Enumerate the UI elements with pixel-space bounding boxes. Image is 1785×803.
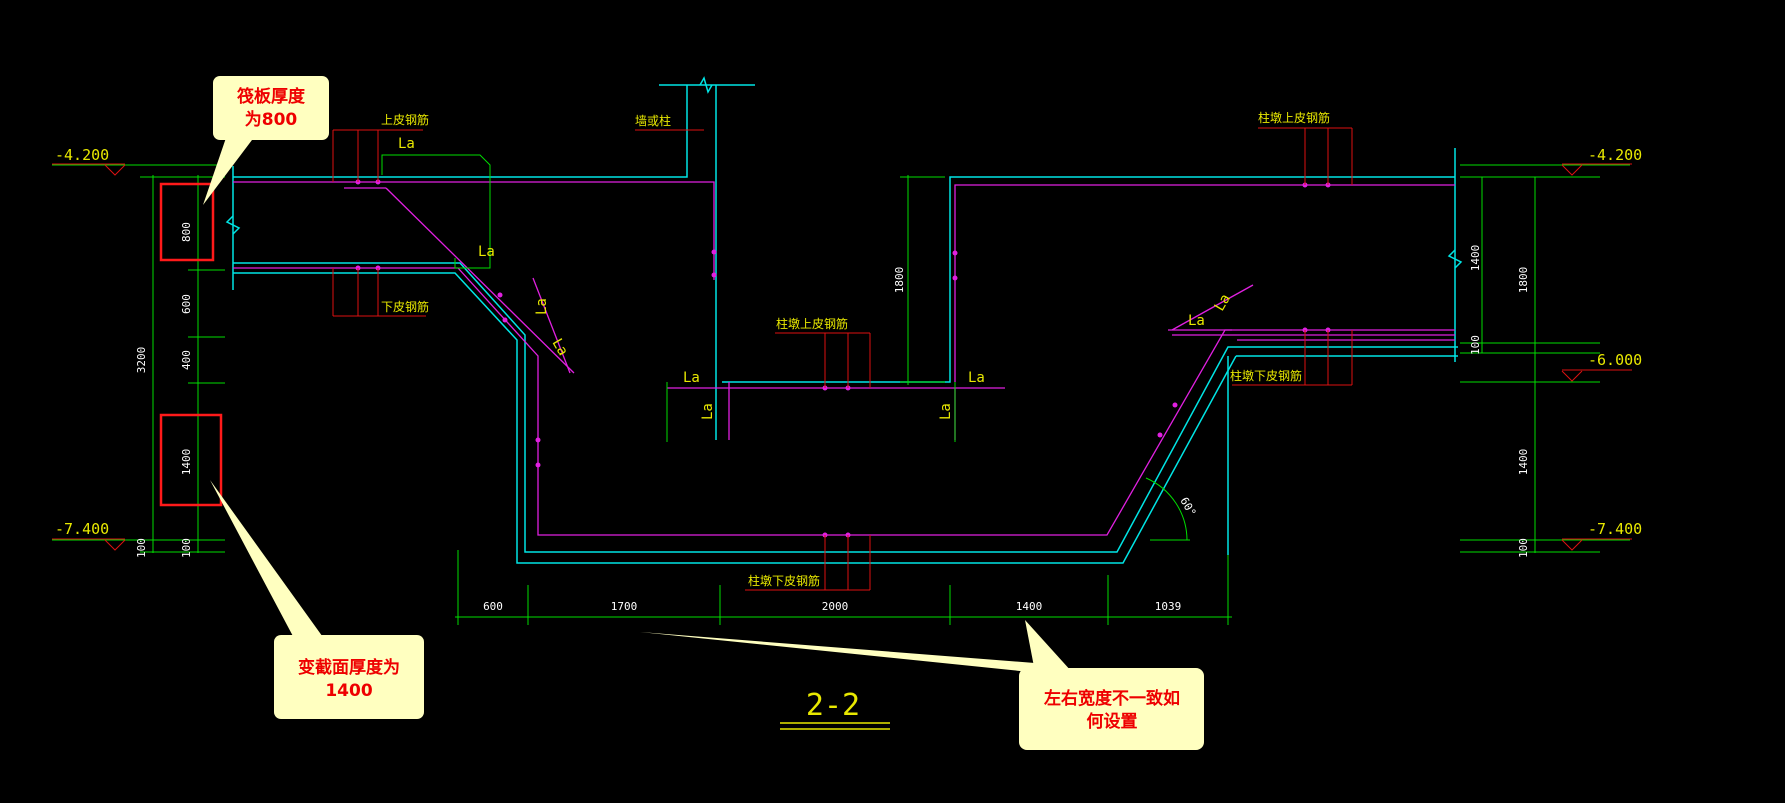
elevation-right-mid: -6.000 bbox=[1588, 351, 1642, 369]
right-anchor-diag bbox=[1171, 284, 1254, 331]
elevation-right-top: -4.200 bbox=[1588, 146, 1642, 164]
callout-width-pointer-2 bbox=[1025, 620, 1072, 672]
callout-section-pointer bbox=[210, 480, 325, 640]
dim-bottom-600: 600 bbox=[483, 600, 503, 613]
la-label-right-1: La bbox=[1188, 313, 1205, 329]
section-title: 2-2 bbox=[806, 688, 860, 723]
highlight-box-1400 bbox=[159, 413, 223, 507]
label-top-rebar: 上皮钢筋 bbox=[381, 112, 429, 127]
slab-bottom-outline bbox=[233, 262, 1458, 553]
callout-raft-pointer bbox=[203, 132, 258, 205]
pit-right-rebar bbox=[954, 184, 1455, 382]
elevation-right-bottom: -7.400 bbox=[1588, 520, 1642, 538]
callout-width: 左右宽度不一致如 何设置 bbox=[640, 620, 1204, 750]
angle-arc bbox=[1145, 477, 1188, 541]
dim-bottom-1400: 1400 bbox=[1016, 600, 1043, 613]
la-label-pit-right-vert: La bbox=[938, 403, 954, 420]
callout-width-line1: 左右宽度不一致如 bbox=[1044, 688, 1180, 709]
elevation-left-top: -4.200 bbox=[55, 146, 109, 164]
wall-break-mark bbox=[699, 76, 713, 94]
elevation-left-bottom: -7.400 bbox=[55, 520, 109, 538]
label-right-top-rebar: 柱墩上皮钢筋 bbox=[1258, 110, 1330, 125]
la-label-pit-right: La bbox=[968, 370, 985, 386]
left-break-mark bbox=[225, 215, 241, 235]
dim-bottom-1700: 1700 bbox=[611, 600, 638, 613]
dim-left-100-b: 100 bbox=[180, 538, 193, 558]
dim-bottom-1039: 1039 bbox=[1155, 600, 1182, 613]
label-pit-top-rebar: 柱墩上皮钢筋 bbox=[776, 316, 848, 331]
label-bottom-rebar: 下皮钢筋 bbox=[381, 299, 429, 314]
top-anchor-diag bbox=[385, 187, 575, 374]
dim-pit-depth: 1800 bbox=[893, 267, 906, 294]
pit-outline bbox=[722, 176, 1455, 383]
callout-width-pointer bbox=[640, 632, 1060, 672]
concrete-outline bbox=[225, 76, 1463, 564]
callout-section-box bbox=[274, 635, 424, 719]
callout-raft-box bbox=[213, 76, 329, 140]
slab-top-line bbox=[233, 85, 688, 178]
label-right-bottom-rebar: 柱墩下皮钢筋 bbox=[1230, 368, 1302, 383]
la-label-pit-left-vert: La bbox=[700, 403, 716, 420]
dim-right-1800: 1800 bbox=[1517, 267, 1530, 294]
dim-right-100-top: 100 bbox=[1469, 335, 1482, 355]
rebar-dots bbox=[355, 179, 1331, 538]
dim-right-1400-bottom: 1400 bbox=[1517, 449, 1530, 476]
la-label-top: La bbox=[398, 136, 415, 152]
top-rebar bbox=[233, 181, 715, 280]
right-break-mark bbox=[1447, 249, 1463, 269]
dim-right-100-bottom: 100 bbox=[1517, 538, 1530, 558]
leader-lines bbox=[332, 127, 1353, 591]
dim-left-600: 600 bbox=[180, 294, 193, 314]
callout-width-line2: 何设置 bbox=[1087, 711, 1138, 732]
callout-section: 变截面厚度为 1400 bbox=[210, 480, 424, 719]
callout-raft-line2: 为800 bbox=[245, 109, 298, 130]
la-label-pit-left: La bbox=[683, 370, 700, 386]
la-top-bracket bbox=[381, 154, 491, 269]
bottom-anchor-diag bbox=[532, 277, 571, 374]
la-label-diag-1: La bbox=[478, 244, 495, 260]
callout-raft-line1: 筏板厚度 bbox=[237, 86, 306, 107]
dim-left-1400: 1400 bbox=[180, 449, 193, 476]
callout-raft: 筏板厚度 为800 bbox=[203, 76, 329, 205]
dim-left-800: 800 bbox=[180, 222, 193, 242]
la-label-diag-2: La bbox=[534, 298, 550, 315]
callout-section-line1: 变截面厚度为 bbox=[298, 657, 400, 678]
dim-right-1400-top: 1400 bbox=[1469, 245, 1482, 272]
la-label-diag-3: La bbox=[549, 336, 571, 359]
dim-left-400: 400 bbox=[180, 350, 193, 370]
slab-bottom-outline-2 bbox=[233, 272, 1237, 564]
callout-width-box bbox=[1019, 668, 1204, 750]
label-wall-column: 墙或柱 bbox=[635, 113, 671, 128]
highlight-box-800 bbox=[159, 182, 215, 262]
dimension-lines bbox=[52, 154, 1630, 625]
dim-left-100-a: 100 bbox=[135, 538, 148, 558]
dim-left-total: 3200 bbox=[135, 347, 148, 374]
dim-bottom-2000: 2000 bbox=[822, 600, 849, 613]
callout-section-line2: 1400 bbox=[325, 681, 372, 701]
elevation-markers bbox=[52, 163, 1632, 551]
label-pit-bottom-rebar: 柱墩下皮钢筋 bbox=[748, 573, 820, 588]
la-label-right-2: La bbox=[1212, 291, 1234, 314]
